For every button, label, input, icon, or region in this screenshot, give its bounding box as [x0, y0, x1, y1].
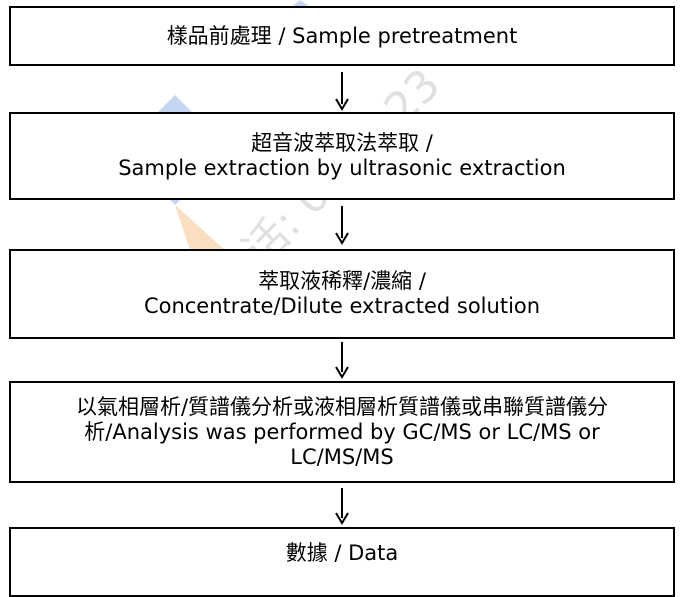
flow-step-box: 以氣相層析/質譜儀分析或液相層析質譜儀或串聯質譜儀分 析/Analysis wa… [9, 381, 675, 483]
flow-step-line: 超音波萃取法萃取 / [251, 131, 433, 155]
flow-step-box: 萃取液稀釋/濃縮 / Concentrate/Dilute extracted … [9, 249, 675, 339]
flow-step-text: 萃取液稀釋/濃縮 / Concentrate/Dilute extracted … [132, 269, 552, 319]
flow-step-line: Concentrate/Dilute extracted solution [143, 294, 541, 318]
flow-step-line: 樣品前處理 / Sample pretreatment [166, 23, 518, 48]
flow-step-box: 超音波萃取法萃取 / Sample extraction by ultrason… [9, 112, 675, 200]
flow-step-line: Sample extraction by ultrasonic extracti… [118, 156, 566, 180]
flow-step-box: 數據 / Data [9, 527, 675, 597]
flow-step-text: 超音波萃取法萃取 / Sample extraction by ultrason… [106, 131, 578, 181]
flow-step-box: 樣品前處理 / Sample pretreatment [9, 6, 675, 66]
flow-step-line: 萃取液稀釋/濃縮 / [258, 269, 426, 293]
flow-step-line: LC/MS/MS [290, 444, 394, 469]
flow-step-line: 數據 / Data [285, 541, 399, 565]
flow-step-line: 以氣相層析/質譜儀分析或液相層析質譜儀或串聯質譜儀分 [75, 394, 609, 419]
flow-step-text: 以氣相層析/質譜儀分析或液相層析質譜儀或串聯質譜儀分 析/Analysis wa… [64, 395, 620, 470]
flow-step-line: 析/Analysis was performed by GC/MS or LC/… [84, 419, 600, 444]
flow-step-text: 數據 / Data [274, 541, 411, 566]
flow-step-text: 樣品前處理 / Sample pretreatment [155, 24, 530, 49]
